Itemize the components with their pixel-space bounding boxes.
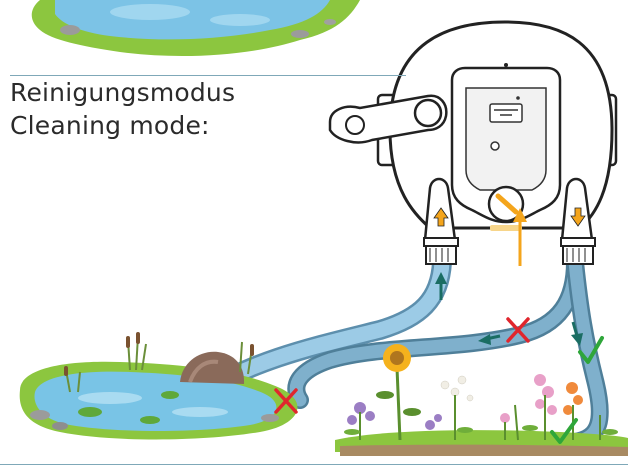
bottom-pond	[20, 332, 298, 440]
bottom-divider	[0, 464, 628, 465]
device-badge	[490, 104, 522, 122]
mode-title-english: Cleaning mode:	[10, 111, 210, 140]
top-divider	[10, 75, 406, 76]
mode-title-german: Reinigungsmodus	[10, 78, 235, 107]
top-pond	[32, 0, 360, 56]
